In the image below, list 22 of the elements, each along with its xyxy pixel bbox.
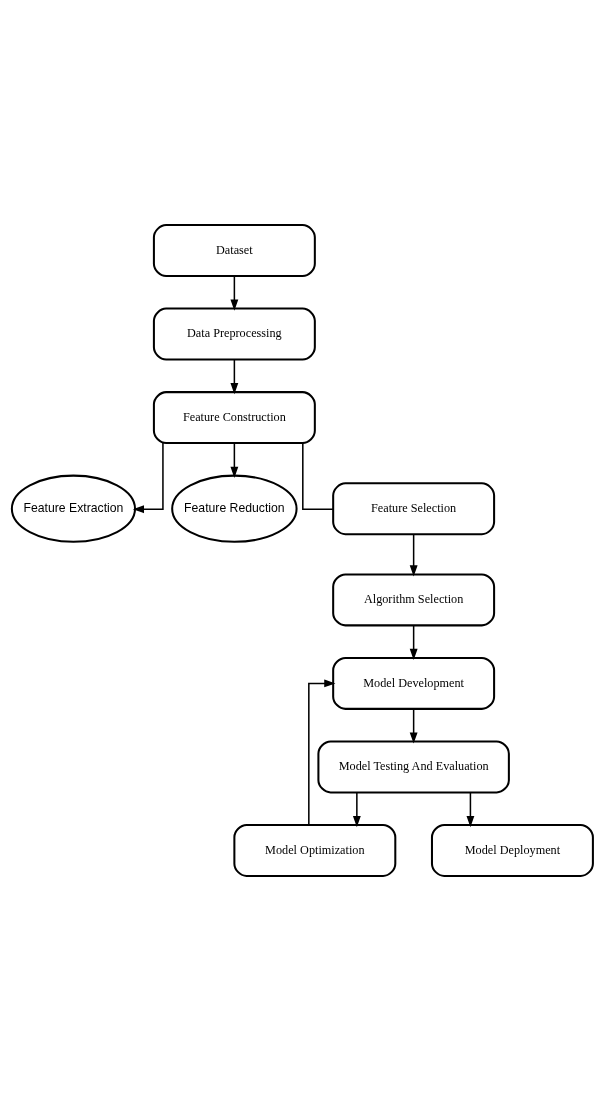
- arrow: [466, 791, 475, 827]
- arrow: [352, 791, 361, 827]
- arrow: [409, 533, 418, 577]
- node-box: Model Testing And Evaluation: [317, 739, 510, 793]
- node-box: Dataset: [152, 223, 316, 277]
- node-ellipse: Feature Reduction: [171, 474, 298, 543]
- arrow: [230, 274, 239, 311]
- connector: [302, 441, 334, 510]
- arrow: [409, 707, 418, 744]
- node-ellipse: Feature Extraction: [10, 474, 137, 543]
- node-box: Feature Selection: [332, 481, 496, 535]
- node-box: Model Deployment: [430, 823, 594, 877]
- node-box: Model Optimization: [233, 823, 397, 877]
- node-box: Model Development: [332, 656, 496, 710]
- node-box: Data Preprocessing: [152, 307, 316, 361]
- arrow: [308, 679, 336, 825]
- node-box: Feature Construction: [152, 390, 316, 444]
- node-box: Algorithm Selection: [332, 572, 496, 626]
- arrow: [409, 624, 418, 660]
- arrow: [230, 442, 239, 478]
- arrow: [132, 441, 164, 513]
- arrow: [230, 358, 239, 394]
